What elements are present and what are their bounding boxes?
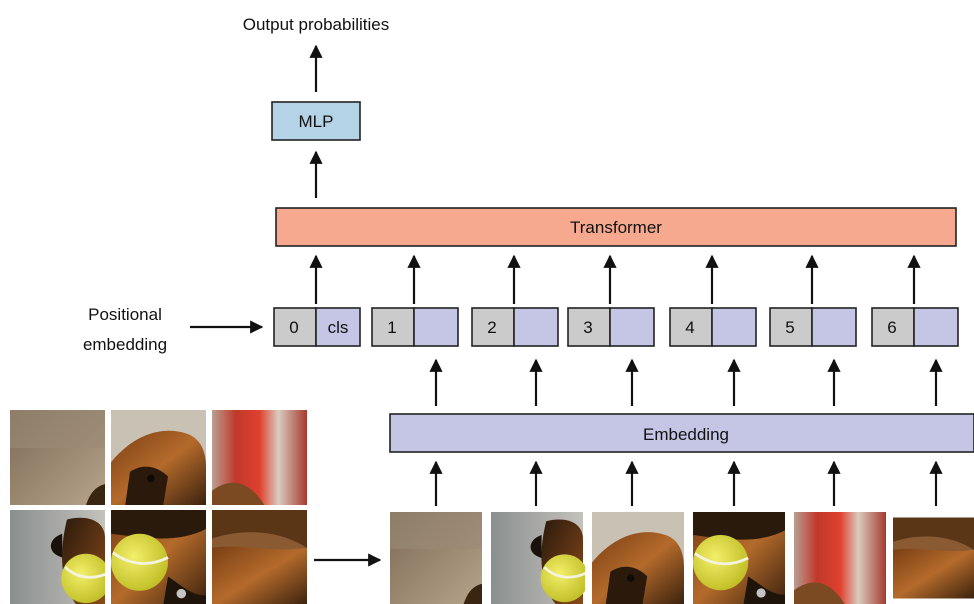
token-3: 3 <box>567 307 655 347</box>
token-index-label: 5 <box>785 318 794 337</box>
image-patch-3 <box>212 410 307 505</box>
token-index-label: 0 <box>289 318 298 337</box>
image-patch-2 <box>111 410 206 505</box>
mlp-label: MLP <box>299 112 334 131</box>
flattened-patch-sequence <box>390 512 974 604</box>
token-content-cell <box>711 307 757 347</box>
token-content-cell <box>913 307 959 347</box>
token-index-cell <box>273 307 317 347</box>
image-patch-1 <box>10 410 105 505</box>
image-patch-4 <box>10 510 105 604</box>
token-5: 5 <box>769 307 857 347</box>
sequence-patch-6 <box>893 517 974 599</box>
token-6: 6 <box>871 307 959 347</box>
token-4: 4 <box>669 307 757 347</box>
token-content-cell <box>513 307 559 347</box>
sequence-patch-3 <box>592 512 684 604</box>
mlp-box <box>271 101 361 141</box>
transformer-box <box>275 207 957 247</box>
token-index-label: 4 <box>685 318 694 337</box>
sequence-patch-1 <box>390 512 482 604</box>
token-sequence: 0 cls 1 2 3 4 5 6 <box>273 254 959 347</box>
embedding-arrows <box>429 358 943 506</box>
token-content-cell <box>413 307 459 347</box>
sequence-patch-5 <box>794 512 886 604</box>
token-content-cell <box>315 307 361 347</box>
embedding-box <box>389 413 974 453</box>
token-2: 2 <box>471 307 559 347</box>
token-index-label: 6 <box>887 318 896 337</box>
token-content-label: cls <box>328 318 349 337</box>
output-probabilities-label: Output probabilities <box>243 15 389 34</box>
source-image-grid <box>10 410 307 604</box>
positional-label-line1: Positional <box>88 305 162 324</box>
positional-label-line2: embedding <box>83 335 167 354</box>
image-patch-5 <box>111 510 206 604</box>
token-index-label: 3 <box>583 318 592 337</box>
sequence-patch-4 <box>691 512 787 604</box>
token-index-label: 1 <box>387 318 396 337</box>
token-index-label: 2 <box>487 318 496 337</box>
embedding-label: Embedding <box>643 425 729 444</box>
token-index-cell <box>567 307 611 347</box>
transformer-label: Transformer <box>570 218 662 237</box>
sequence-patch-2 <box>489 512 585 604</box>
image-patch-6 <box>212 510 307 604</box>
token-content-cell <box>811 307 857 347</box>
token-content-cell <box>609 307 655 347</box>
token-index-cell <box>769 307 813 347</box>
token-index-cell <box>871 307 915 347</box>
token-0: 0 cls <box>273 307 361 347</box>
token-1: 1 <box>371 307 459 347</box>
